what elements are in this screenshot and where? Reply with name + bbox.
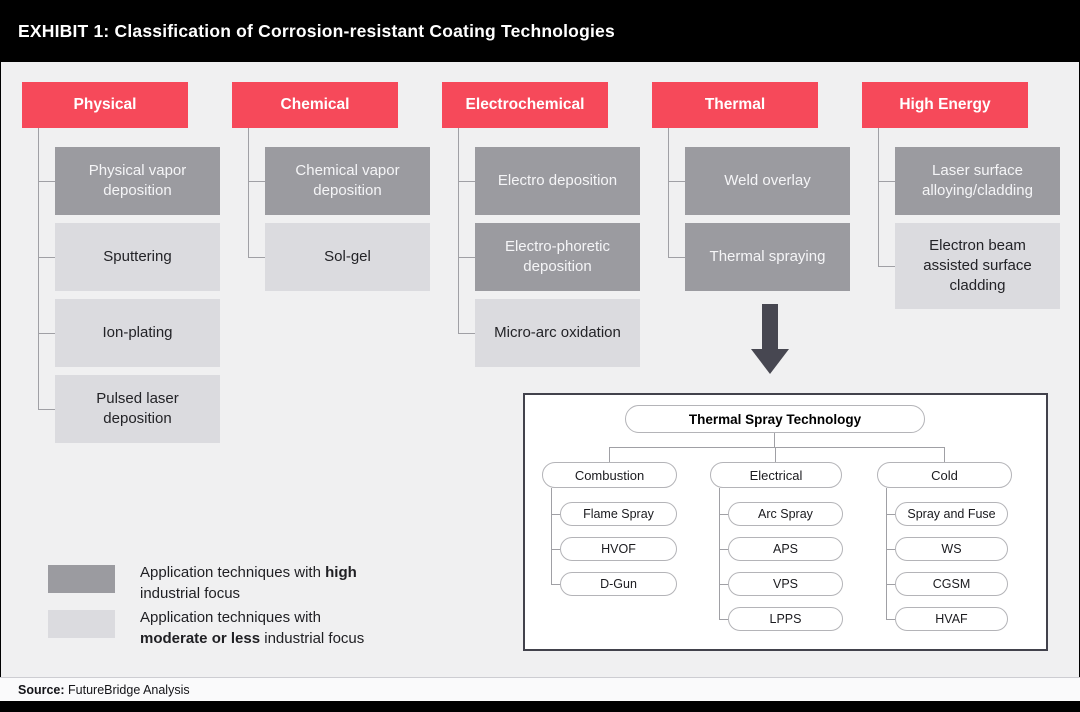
node-sol-gel: Sol-gel xyxy=(265,223,430,291)
bottom-bar xyxy=(0,701,1080,712)
title-bar: EXHIBIT 1: Classification of Corrosion-r… xyxy=(0,0,1080,62)
column-header-electrochemical: Electrochemical xyxy=(442,82,608,128)
node-thermal-spraying: Thermal spraying xyxy=(685,223,850,291)
pill-d-gun: D-Gun xyxy=(560,572,677,596)
column-header-thermal: Thermal xyxy=(652,82,818,128)
connector-line xyxy=(886,549,895,550)
pill-flame-spray: Flame Spray xyxy=(560,502,677,526)
connector-line xyxy=(38,257,55,258)
connector-line xyxy=(719,549,728,550)
pill-ws: WS xyxy=(895,537,1008,561)
pill-hvaf: HVAF xyxy=(895,607,1008,631)
pill-thermal-spray-technology: Thermal Spray Technology xyxy=(625,405,925,433)
connector-line xyxy=(38,333,55,334)
node-micro-arc-oxidation: Micro-arc oxidation xyxy=(475,299,640,367)
pill-electrical: Electrical xyxy=(710,462,842,488)
node-electron-beam-assisted-surface-cladding: Electron beam assisted surface cladding xyxy=(895,223,1060,309)
legend-label-high: Application techniques with high industr… xyxy=(140,562,388,604)
connector-line xyxy=(774,433,775,447)
connector-line xyxy=(458,257,475,258)
source-text: FutureBridge Analysis xyxy=(64,683,190,697)
connector-line xyxy=(551,488,552,584)
connector-line xyxy=(248,128,249,257)
down-arrow-head-icon xyxy=(751,349,789,374)
connector-line xyxy=(878,181,895,182)
connector-line xyxy=(668,128,669,257)
connector-line xyxy=(719,619,728,620)
node-weld-overlay: Weld overlay xyxy=(685,147,850,215)
connector-line xyxy=(886,584,895,585)
connector-line xyxy=(878,266,895,267)
connector-line xyxy=(886,514,895,515)
node-pulsed-laser-deposition: Pulsed laser deposition xyxy=(55,375,220,443)
pill-lpps: LPPS xyxy=(728,607,843,631)
node-physical-vapor-deposition: Physical vapor deposition xyxy=(55,147,220,215)
pill-spray-and-fuse: Spray and Fuse xyxy=(895,502,1008,526)
node-laser-surface-alloying-cladding: Laser surface alloying/cladding xyxy=(895,147,1060,215)
connector-line xyxy=(668,181,685,182)
node-electro-deposition: Electro deposition xyxy=(475,147,640,215)
legend-swatch-high xyxy=(48,565,115,593)
divider-line xyxy=(0,677,1080,678)
down-arrow-icon xyxy=(762,304,778,349)
legend-label-moderate: Application techniques with moderate or … xyxy=(140,607,388,649)
connector-line xyxy=(551,584,560,585)
connector-line xyxy=(248,257,265,258)
legend-text: Application techniques with xyxy=(140,564,326,581)
connector-line xyxy=(944,447,945,462)
legend-text: Application techniques with xyxy=(140,609,321,626)
legend-text-bold: moderate or less xyxy=(140,630,261,647)
connector-line xyxy=(38,409,55,410)
node-sputtering: Sputtering xyxy=(55,223,220,291)
source-label: Source: xyxy=(18,683,65,697)
connector-line xyxy=(878,128,879,266)
connector-line xyxy=(719,584,728,585)
connector-line xyxy=(719,514,728,515)
connector-line xyxy=(458,181,475,182)
pill-arc-spray: Arc Spray xyxy=(728,502,843,526)
connector-line xyxy=(551,514,560,515)
connector-line xyxy=(551,549,560,550)
connector-line xyxy=(609,447,945,448)
node-ion-plating: Ion-plating xyxy=(55,299,220,367)
connector-line xyxy=(458,128,459,333)
node-chemical-vapor-deposition: Chemical vapor deposition xyxy=(265,147,430,215)
connector-line xyxy=(38,128,39,409)
legend-text: industrial focus xyxy=(140,585,241,602)
connector-line xyxy=(609,447,610,462)
connector-line xyxy=(775,447,776,462)
connector-line xyxy=(248,181,265,182)
legend-text: industrial focus xyxy=(260,630,365,647)
pill-cold: Cold xyxy=(877,462,1012,488)
connector-line xyxy=(38,181,55,182)
pill-vps: VPS xyxy=(728,572,843,596)
legend-text-bold: high xyxy=(325,564,357,581)
legend-swatch-moderate xyxy=(48,610,115,638)
source-note: Source: FutureBridge Analysis xyxy=(18,683,190,697)
connector-line xyxy=(719,488,720,619)
pill-cgsm: CGSM xyxy=(895,572,1008,596)
pill-aps: APS xyxy=(728,537,843,561)
connector-line xyxy=(886,488,887,619)
column-header-chemical: Chemical xyxy=(232,82,398,128)
connector-line xyxy=(668,257,685,258)
left-border xyxy=(0,0,1,712)
source-strip xyxy=(0,678,1080,701)
column-header-physical: Physical xyxy=(22,82,188,128)
page-title: EXHIBIT 1: Classification of Corrosion-r… xyxy=(18,20,615,41)
connector-line xyxy=(458,333,475,334)
column-header-high-energy: High Energy xyxy=(862,82,1028,128)
pill-hvof: HVOF xyxy=(560,537,677,561)
connector-line xyxy=(886,619,895,620)
pill-combustion: Combustion xyxy=(542,462,677,488)
node-electro-phoretic-deposition: Electro-phoretic deposition xyxy=(475,223,640,291)
